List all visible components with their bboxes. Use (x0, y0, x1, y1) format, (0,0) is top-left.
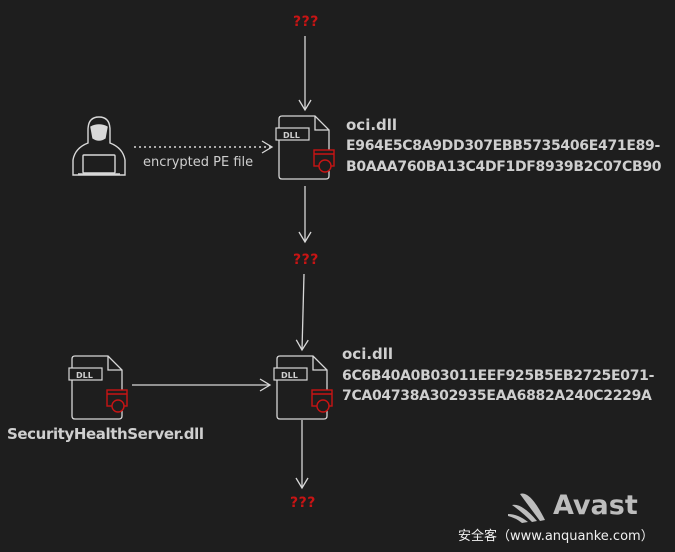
malware-badge-icon (311, 389, 333, 413)
watermark: 安全客（www.anquanke.com） (458, 529, 654, 544)
bottom-file-hash-line2: 7CA04738A302935EAA6882A240C2229A (342, 388, 652, 404)
avast-logo-text: Avast (553, 490, 638, 521)
arrow-unknown-to-file2 (295, 273, 309, 352)
edge-label: encrypted PE file (143, 155, 254, 170)
dll-file-icon-loader (68, 355, 128, 420)
file-type-label: DLL (281, 371, 298, 380)
hacker-icon (72, 116, 126, 176)
unknown-payload-label: ??? (290, 495, 316, 511)
dll-file-icon-bottom (273, 355, 333, 420)
dll-file-icon-top (275, 115, 335, 180)
malware-badge-icon (106, 389, 128, 413)
avast-logo-icon (508, 493, 545, 523)
bottom-file-name: oci.dll (342, 345, 394, 363)
loader-file-name: SecurityHealthServer.dll (7, 425, 204, 443)
unknown-intermediate-label: ??? (293, 252, 319, 268)
unknown-source-label: ??? (293, 14, 319, 30)
top-file-name: oci.dll (346, 116, 398, 134)
top-file-hash-line1: E964E5C8A9DD307EBB5735406E471E89- (346, 138, 660, 154)
malware-badge-icon (313, 149, 335, 173)
bottom-file-hash-line1: 6C6B40A0B03011EEF925B5EB2725E071- (342, 368, 655, 384)
file-type-label: DLL (283, 131, 300, 140)
top-file-hash-line2: B0AAA760BA13C4DF1DF8939B2C07CB90 (346, 159, 662, 175)
file-type-label: DLL (76, 371, 93, 380)
